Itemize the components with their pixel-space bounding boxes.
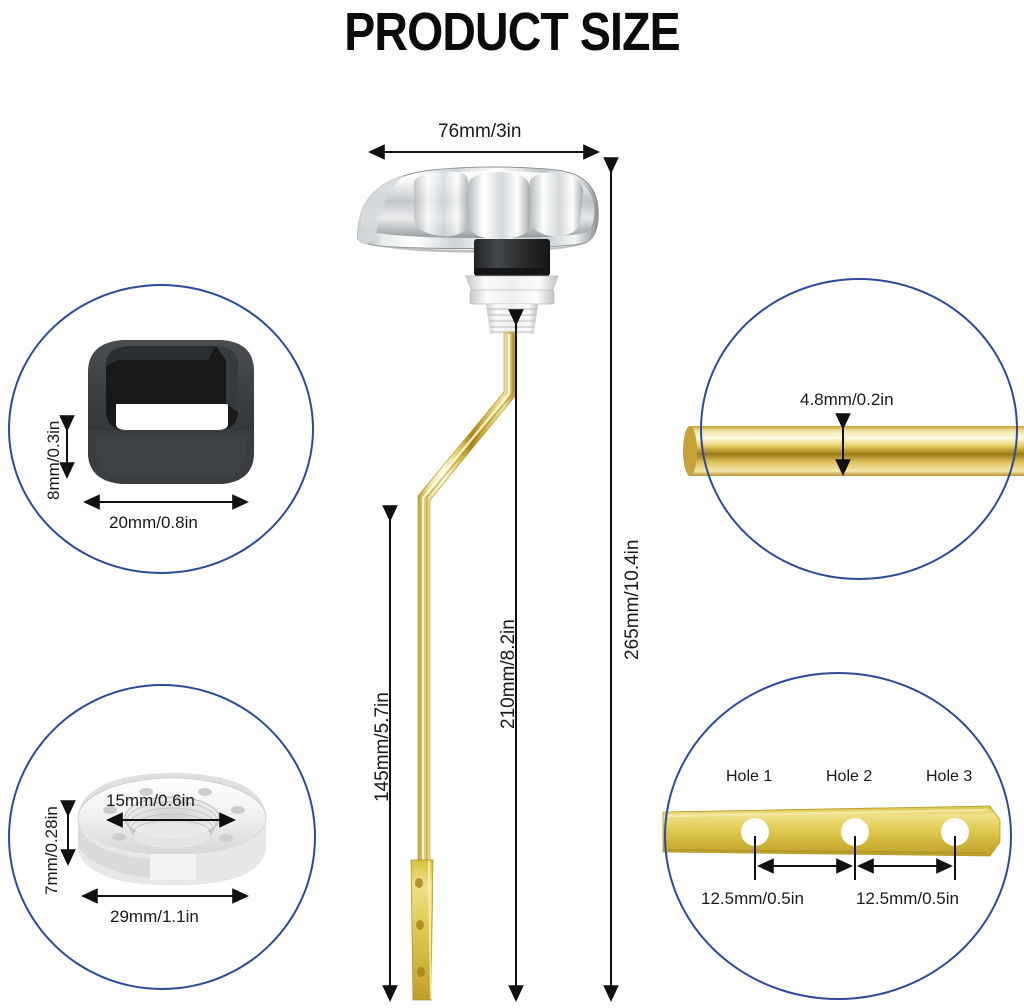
dim-label-gasket-width: 20mm/0.8in <box>109 513 198 532</box>
callout-circle-flange <box>8 684 316 990</box>
dim-label-hole-spacing-2: 12.5mm/0.5in <box>856 889 959 908</box>
callout-circle-gasket <box>8 284 314 574</box>
callout-circle-rod-diameter <box>700 278 1018 580</box>
brass-flat-strap-end <box>410 859 434 1001</box>
hole-label-3: Hole 3 <box>926 768 973 785</box>
main-dimension-arrows <box>367 144 619 1002</box>
black-rubber-gasket-part <box>474 239 550 276</box>
dim-label-gasket-height: 8mm/0.3in <box>44 420 63 500</box>
dim-label-flange-thickness: 7mm/0.28in <box>42 806 61 895</box>
chrome-push-button <box>357 166 599 253</box>
callout-circle-strap <box>664 672 1012 1000</box>
dim-label-rod-length: 210mm/8.2in <box>498 619 519 729</box>
white-plastic-nut-part <box>465 275 559 334</box>
dim-label-strap-length: 145mm/5.7in <box>372 692 393 802</box>
dim-label-flange-outer: 29mm/1.1in <box>110 907 199 926</box>
brass-actuator-rod <box>417 331 517 876</box>
dim-label-rod-diameter: 4.8mm/0.2in <box>800 390 894 409</box>
dim-label-width: 76mm/3in <box>438 121 522 142</box>
dim-label-hole-spacing-1: 12.5mm/0.5in <box>701 889 804 908</box>
dim-label-total-length: 265mm/10.4in <box>622 539 643 660</box>
hole-label-1: Hole 1 <box>726 768 773 785</box>
dim-label-flange-bore: 15mm/0.6in <box>106 791 195 810</box>
page-title: PRODUCT SIZE <box>344 2 680 62</box>
hole-label-2: Hole 2 <box>826 768 873 785</box>
